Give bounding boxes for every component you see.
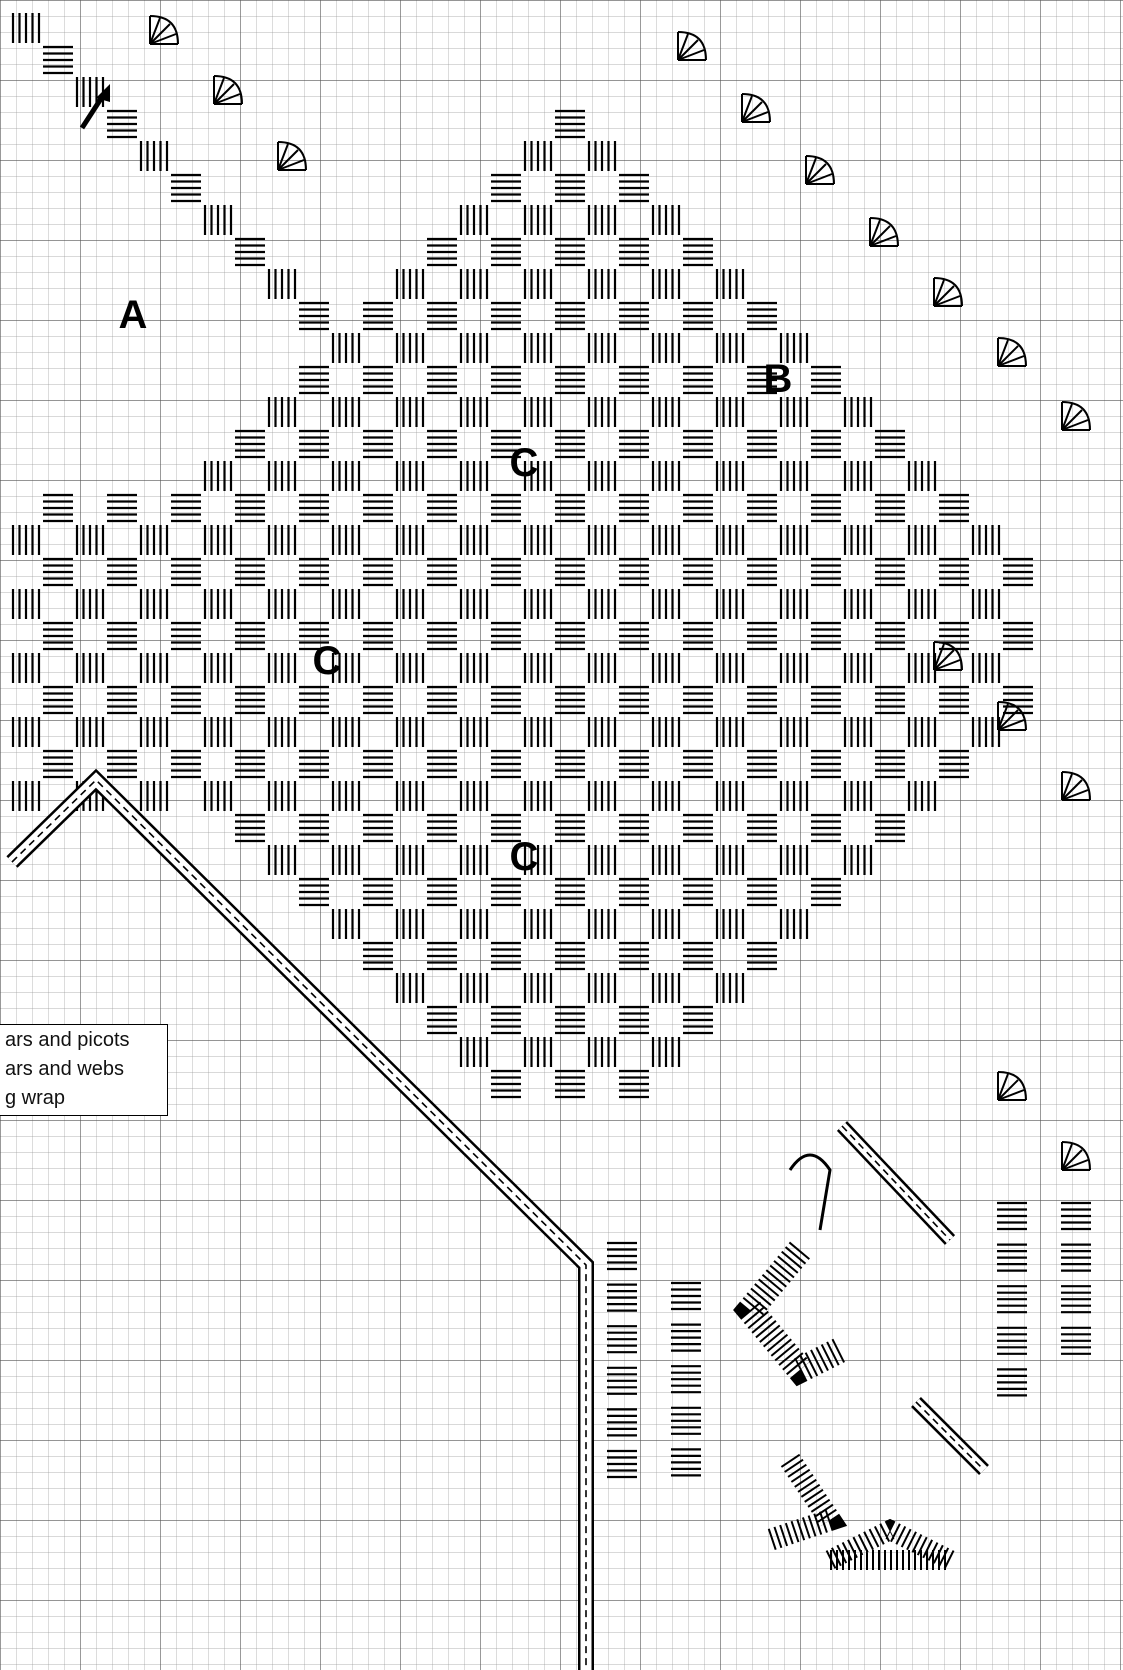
label-a: A	[119, 293, 148, 337]
legend-item-bars-picots: ars and picots	[5, 1029, 130, 1052]
label-c-bottom: C	[510, 835, 539, 879]
label-b: B	[764, 357, 793, 401]
label-c-top: C	[510, 441, 539, 485]
label-c-left: C	[313, 639, 342, 683]
legend-item-wrap: g wrap	[5, 1087, 65, 1110]
legend: ars and picots ars and webs g wrap	[0, 1024, 168, 1116]
legend-item-bars-webs: ars and webs	[5, 1058, 124, 1081]
